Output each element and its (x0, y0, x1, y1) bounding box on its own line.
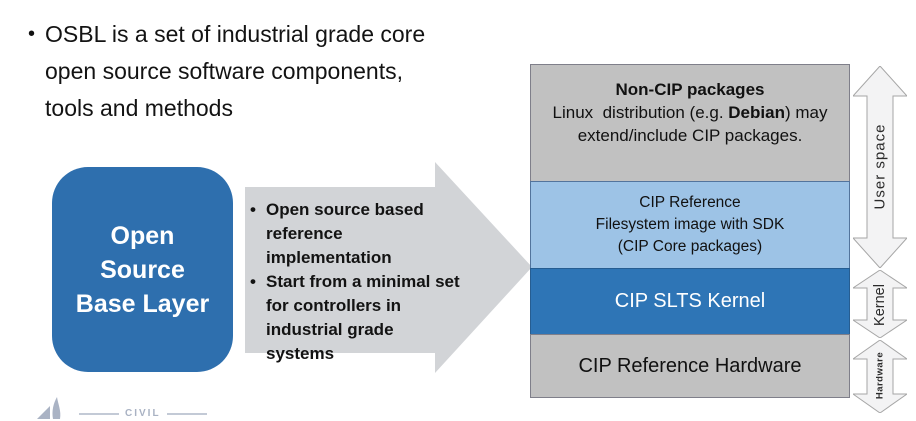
logo-rule-left (79, 412, 119, 415)
arrow-bullet-list: • Open source based reference implementa… (250, 198, 460, 366)
arrow-bullet-2-text: Start from a minimal set for controllers… (266, 272, 460, 363)
osbl-line-3: Base Layer (75, 289, 210, 318)
osbl-line-2: Source (100, 255, 185, 284)
intro-line-3: tools and methods (45, 95, 233, 121)
layer-desc-line2: extend/include CIP packages. (577, 126, 803, 145)
cip-logo: CIVIL (35, 397, 207, 421)
layer-label: CIP Reference Filesystem image with SDK … (595, 194, 785, 255)
bullet-marker: • (28, 23, 36, 45)
intro-line-2: open source software components, (45, 58, 403, 84)
bullet-marker: • (250, 272, 256, 291)
intro-line-1: OSBL is a set of industrial grade core (45, 21, 426, 47)
bullet-marker: • (250, 200, 256, 219)
layer-cip-slts-kernel: CIP SLTS Kernel (530, 268, 850, 335)
layer-cip-reference-hardware: CIP Reference Hardware (530, 334, 850, 398)
intro-text: OSBL is a set of industrial grade core o… (45, 16, 425, 127)
arrow-bullet-1: • Open source based reference implementa… (250, 198, 460, 270)
layer-non-cip-packages: Non-CIP packages Linux distribution (e.g… (530, 64, 850, 182)
arrow-bullet-2: • Start from a minimal set for controlle… (250, 270, 460, 366)
osbl-line-1: Open (110, 221, 175, 250)
user-space-label: User space (871, 123, 889, 210)
layer-cip-reference-filesystem: CIP Reference Filesystem image with SDK … (530, 181, 850, 269)
cip-stack-diagram: Non-CIP packages Linux distribution (e.g… (530, 64, 850, 398)
osbl-box: Open Source Base Layer (52, 167, 233, 372)
user-space-arrow (853, 66, 907, 268)
cip-logo-sail-icon (37, 397, 61, 419)
layer-title: Non-CIP packages (615, 80, 765, 99)
layer-label: CIP SLTS Kernel (614, 290, 766, 312)
kernel-arrow (853, 270, 907, 338)
cip-logo-caption: CIVIL (79, 408, 207, 419)
hardware-label: Hardware (874, 351, 886, 400)
kernel-label: Kernel (872, 284, 888, 326)
logo-rule-right (166, 412, 207, 415)
osbl-box-label: Open Source Base Layer (76, 219, 209, 321)
intro-bullet: • OSBL is a set of industrial grade core… (28, 16, 498, 127)
layer-desc-line1: Linux distribution (e.g. Debian) may (552, 103, 828, 122)
arrow-bullet-1-text: Open source based reference implementati… (266, 200, 424, 267)
layer-label: CIP Reference Hardware (578, 354, 802, 377)
logo-word: CIVIL (125, 408, 161, 419)
big-right-arrow (245, 162, 532, 373)
hardware-arrow (853, 340, 907, 413)
